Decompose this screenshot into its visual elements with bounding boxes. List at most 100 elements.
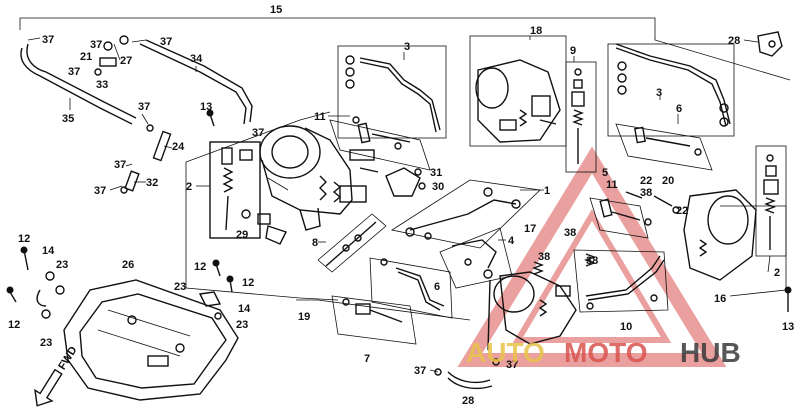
link-plate-4 xyxy=(439,227,513,289)
clip-28-top xyxy=(757,31,783,57)
callout-35: 35 xyxy=(62,113,74,125)
fwd-arrow: FWD xyxy=(34,344,80,407)
callout-12: 12 xyxy=(242,277,254,289)
rod-6-upper xyxy=(615,123,713,171)
spring-38 xyxy=(532,253,596,275)
callout-14: 14 xyxy=(238,303,251,315)
callout-8: 8 xyxy=(312,237,318,249)
callout-20: 20 xyxy=(662,175,674,187)
link-plate-1 xyxy=(390,179,541,249)
throttle-shaft-3-left xyxy=(337,45,447,139)
callout-9: 9 xyxy=(570,45,576,57)
callout-5: 5 xyxy=(602,167,608,179)
callout-12: 12 xyxy=(8,319,20,331)
callout-37: 37 xyxy=(414,365,426,377)
callout-38: 38 xyxy=(564,227,576,239)
screw-13-left xyxy=(206,109,215,127)
callout-38: 38 xyxy=(640,187,652,199)
hose-35 xyxy=(20,43,137,125)
callout-37: 37 xyxy=(42,34,54,46)
callout-13: 13 xyxy=(200,101,212,113)
callout-28: 28 xyxy=(728,35,740,47)
callout-3: 3 xyxy=(656,87,662,99)
callout-labels: 15 37 37 37 37 21 27 33 34 35 37 13 37 2… xyxy=(8,4,794,407)
callout-11: 11 xyxy=(606,179,618,191)
watermark-text: AUTO MOTO HUB xyxy=(466,337,741,368)
callout-6: 6 xyxy=(676,103,682,115)
top-bracket xyxy=(19,17,791,81)
callout-29: 29 xyxy=(236,229,248,241)
callout-16: 16 xyxy=(714,293,726,305)
carburetor-left xyxy=(259,125,375,231)
callout-37: 37 xyxy=(114,159,126,171)
callout-23: 23 xyxy=(40,337,52,349)
callout-2: 2 xyxy=(774,267,780,279)
callout-31: 31 xyxy=(430,167,442,179)
carburetor-center xyxy=(469,35,567,147)
rod-7 xyxy=(331,295,417,345)
callout-37: 37 xyxy=(506,359,518,371)
callout-28: 28 xyxy=(462,395,474,407)
fwd-label: FWD xyxy=(56,344,79,372)
needle-assembly-9 xyxy=(565,61,597,173)
screw-13-right xyxy=(784,286,792,312)
fittings-bottom-center xyxy=(198,259,234,320)
callout-19: 19 xyxy=(298,311,310,323)
callout-23: 23 xyxy=(236,319,248,331)
bracket-right xyxy=(720,205,787,297)
rod-11-left xyxy=(329,116,431,171)
callout-22: 22 xyxy=(640,175,652,187)
watermark-moto: MOTO xyxy=(564,337,647,368)
fittings-bottom-left xyxy=(6,246,65,319)
callout-26: 26 xyxy=(122,259,134,271)
small-fittings-top xyxy=(94,35,129,76)
leader-lines xyxy=(27,36,771,373)
callout-27: 27 xyxy=(120,55,132,67)
callout-23: 23 xyxy=(56,259,68,271)
callout-10: 10 xyxy=(620,321,632,333)
watermark-triangle xyxy=(457,146,727,367)
callout-22: 22 xyxy=(676,205,688,217)
callout-1: 1 xyxy=(544,185,550,197)
float-bowl-26 xyxy=(63,279,239,401)
hose-34 xyxy=(139,39,253,125)
fwd-arrow-icon xyxy=(34,368,63,407)
callout-33: 33 xyxy=(96,79,108,91)
callout-30: 30 xyxy=(432,181,444,193)
callout-37: 37 xyxy=(68,66,80,78)
callout-21: 21 xyxy=(80,51,92,63)
bracket-19 xyxy=(296,299,471,321)
callout-7: 7 xyxy=(364,353,370,365)
hose-28 xyxy=(434,358,500,390)
callout-34: 34 xyxy=(190,53,203,65)
callout-32: 32 xyxy=(146,177,158,189)
linkage-30-31 xyxy=(359,167,426,197)
callout-24: 24 xyxy=(172,141,185,153)
pins-20-22 xyxy=(625,191,680,214)
callout-4: 4 xyxy=(508,235,515,247)
callout-15: 15 xyxy=(270,4,282,16)
rod-5-11 xyxy=(589,197,652,239)
needle-assembly-2-left xyxy=(209,141,261,239)
callout-37: 37 xyxy=(160,36,172,48)
callout-13: 13 xyxy=(782,321,794,333)
watermark-auto: AUTO xyxy=(466,337,545,368)
callout-23: 23 xyxy=(174,281,186,293)
watermark-hub: HUB xyxy=(680,337,741,368)
watermark-triangle-inner xyxy=(512,209,672,343)
callout-12: 12 xyxy=(194,261,206,273)
callout-3: 3 xyxy=(404,41,410,53)
fitting-24 xyxy=(146,124,172,162)
rod-10 xyxy=(573,249,669,313)
carburetor-right xyxy=(683,145,787,281)
callout-6: 6 xyxy=(434,281,440,293)
callout-37: 37 xyxy=(94,185,106,197)
small-parts-29 xyxy=(241,209,287,245)
callout-37: 37 xyxy=(138,101,150,113)
throttle-shaft-3-right xyxy=(607,43,735,137)
shaft-8 xyxy=(317,213,387,273)
callout-37: 37 xyxy=(90,39,102,51)
callout-14: 14 xyxy=(42,245,55,257)
callout-11: 11 xyxy=(314,111,326,123)
